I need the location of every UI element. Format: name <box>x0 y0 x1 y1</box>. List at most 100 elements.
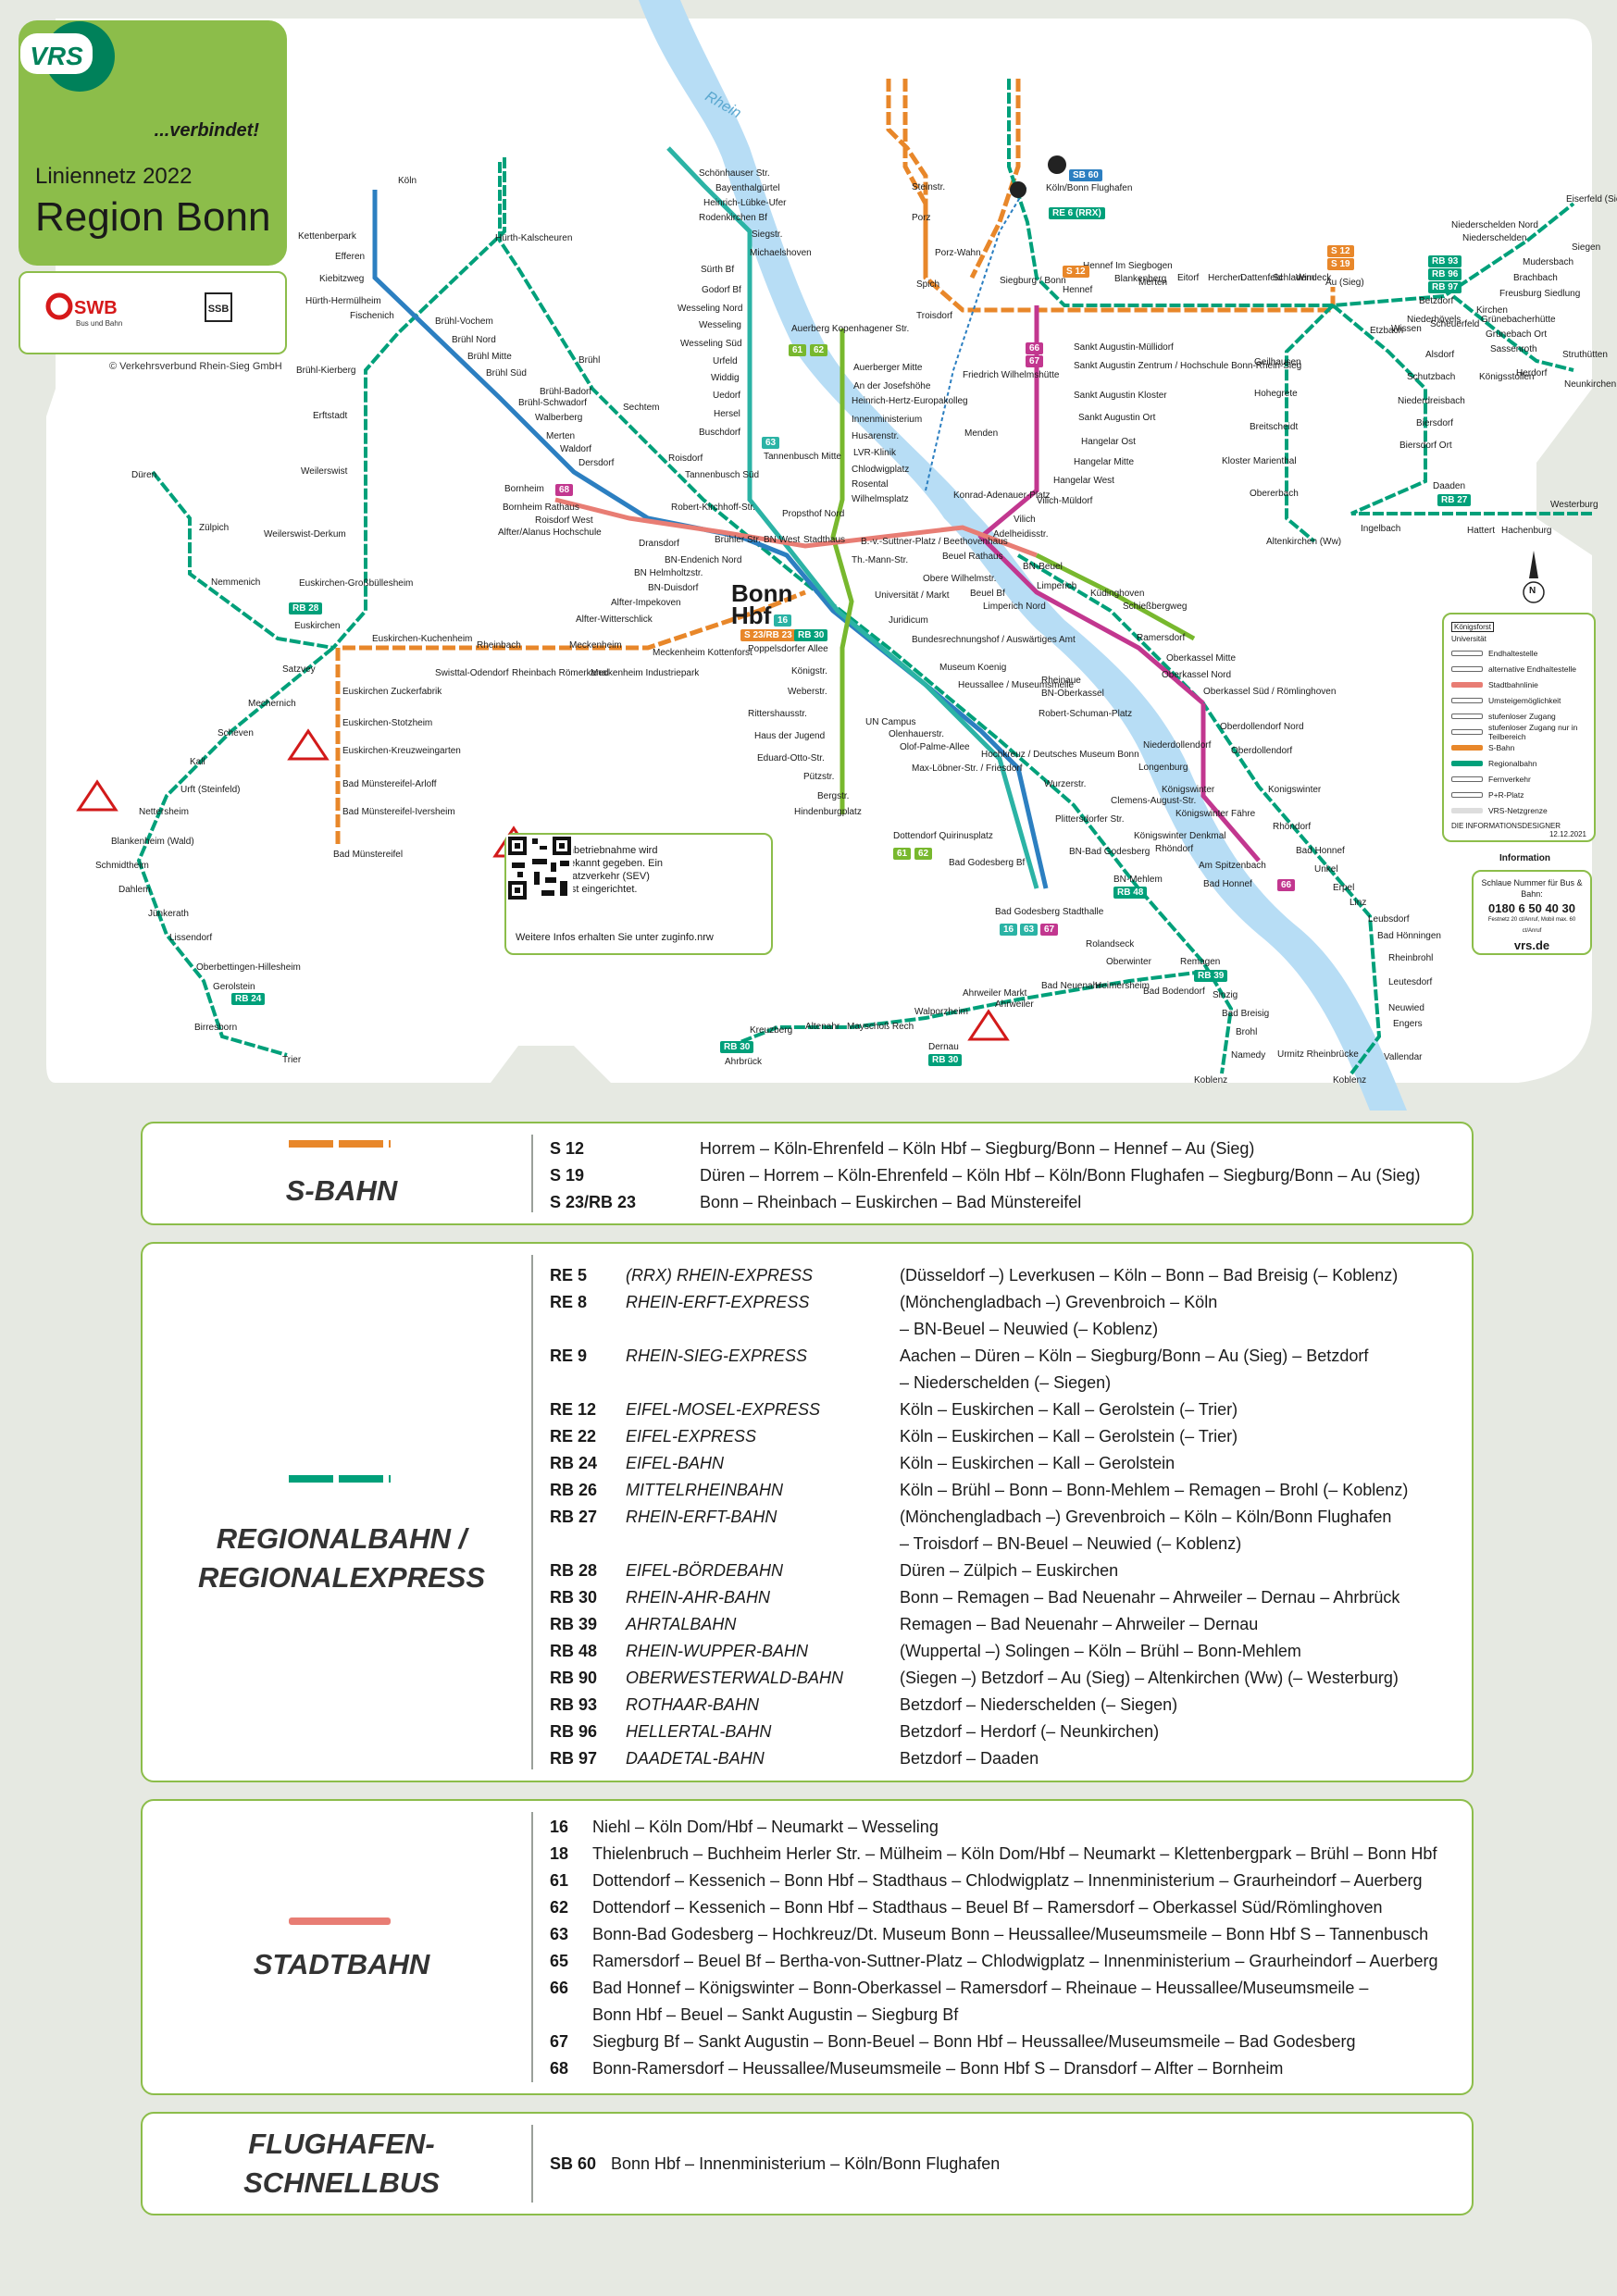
line-id: RB 27 <box>550 1508 598 1526</box>
station-label: Chlodwigplatz <box>852 465 910 475</box>
station-label: Bad Godesberg Stadthalle <box>995 907 1104 917</box>
notice-link[interactable]: Weitere Infos erhalten Sie unter zuginfo… <box>516 932 714 943</box>
station-label: Merten <box>1138 278 1168 288</box>
station-label: Brühl-Schwadorf <box>518 398 587 408</box>
station-label: Konigswinter <box>1268 785 1322 795</box>
station-label: Leutesdorf <box>1388 977 1433 987</box>
line-badge: RB 96 <box>1428 268 1462 280</box>
line-name: RHEIN-SIEG-EXPRESS <box>626 1347 808 1365</box>
station-label: Satzvey <box>282 664 316 675</box>
legend-designer: DIE INFORMATIONSDESIGNER <box>1451 822 1561 830</box>
vrs-logo-icon: VRS <box>20 21 115 92</box>
legend-label: Endhaltestelle <box>1488 648 1538 658</box>
station-label: Brühl Süd <box>486 368 527 379</box>
airport-icon <box>1048 155 1066 174</box>
station-label: Wesseling Nord <box>678 304 743 314</box>
station-label: Brachbach <box>1513 273 1558 283</box>
line-route: Betzdorf – Daaden <box>900 1749 1039 1768</box>
legend-terminus-sample: Königsforst <box>1451 622 1495 632</box>
info-phone[interactable]: 0180 6 50 40 30 <box>1488 901 1575 915</box>
stadtbahn-line-icon <box>289 1917 391 1925</box>
station-label: Bad Bodendorf <box>1143 987 1205 997</box>
divider <box>531 2125 533 2203</box>
station-label: Au (Sieg) <box>1325 278 1364 288</box>
station-label: Schutzbach <box>1407 372 1456 382</box>
station-label: Universität / Markt <box>875 590 950 601</box>
line-name: OBERWESTERWALD-BAHN <box>626 1669 844 1687</box>
line-route: – Niederschelden (– Siegen) <box>900 1373 1112 1392</box>
s12-line <box>902 79 928 268</box>
north-arrow-icon <box>1523 551 1545 603</box>
station-label: Rheinbach <box>477 640 521 651</box>
line-badge: 61 <box>789 344 807 356</box>
station-label: Linz <box>1350 898 1367 908</box>
station-label: Walporzheim <box>914 1007 968 1017</box>
stadtbahn-title: STADTBAHN <box>253 1948 430 1980</box>
legend-row: Endhaltestelle <box>1451 645 1586 661</box>
station-label: Heinrich-Hertz-Europakolleg <box>852 396 968 406</box>
station-label: Porz-Wahn <box>935 248 981 258</box>
station-label: B.-v.-Suttner-Platz / Beethovenhaus <box>861 537 1008 547</box>
station-label: BN Helmholtzstr. <box>634 568 703 578</box>
legend-row: alternative Endhaltestelle <box>1451 661 1586 676</box>
station-label: Windeck <box>1296 273 1332 283</box>
legend-rows: Endhaltestelle alternative Endhaltestelle… <box>1451 645 1586 818</box>
line-name: DAADETAL-BAHN <box>626 1749 765 1768</box>
line-route: Köln – Euskirchen – Kall – Gerolstein (–… <box>900 1427 1238 1446</box>
station-label: Niederdreisbach <box>1398 396 1465 406</box>
station-label: Breitscheidt <box>1250 422 1299 432</box>
station-label: Bornheim <box>504 484 544 494</box>
station-label: Troisdorf <box>916 311 953 321</box>
line-route: Thielenbruch – Buchheim Herler Str. – Mü… <box>592 1844 1437 1863</box>
station-label: Propsthof Nord <box>782 509 845 519</box>
station-label: Bornheim Rathaus <box>503 503 579 513</box>
station-label: Trier <box>282 1055 302 1065</box>
station-label: Kirchen <box>1476 305 1508 316</box>
legend-row: stufenloser Zugang nur in Teilbereich <box>1451 723 1586 741</box>
svg-text:VRS: VRS <box>30 42 83 70</box>
rhine-river <box>639 0 1407 1111</box>
station-label: Th.-Mann-Str. <box>852 555 909 565</box>
legend-label: Stadtbahnlinie <box>1488 679 1538 689</box>
station-label: Efferen <box>335 252 366 262</box>
station-label: Sankt Augustin Kloster <box>1074 391 1167 401</box>
rb96-line <box>1451 294 1574 372</box>
slogan: ...verbindet! <box>154 120 259 141</box>
legend-label: Fernverkehr <box>1488 774 1531 784</box>
station-label: Eitorf <box>1177 273 1200 283</box>
qr-code-icon[interactable] <box>506 835 573 901</box>
legend-label: alternative Endhaltestelle <box>1488 664 1576 674</box>
bus-icon <box>1010 181 1026 198</box>
info-box: Schlaue Nummer für Bus & Bahn: 0180 6 50… <box>1472 870 1592 955</box>
station-label: Bad Breisig <box>1222 1009 1270 1019</box>
partner-logos: SWB Bus und Bahn SSB <box>19 271 287 354</box>
station-label: Hennef Im Siegbogen <box>1083 261 1173 271</box>
line-badge: RB 30 <box>720 1041 754 1053</box>
map-subtitle: Liniennetz 2022 <box>35 164 193 189</box>
station-label: Jünkerath <box>148 909 189 919</box>
line-badge: 62 <box>914 848 933 860</box>
line-route: (Siegen –) Betzdorf – Au (Sieg) – Altenk… <box>900 1669 1399 1687</box>
line-route: Dottendorf – Kessenich – Bonn Hbf – Stad… <box>592 1898 1383 1917</box>
station-label: Grünebach Ort <box>1486 329 1548 340</box>
station-label: Mechernich <box>248 699 296 709</box>
station-label: Rittershausstr. <box>748 709 807 719</box>
station-label: Scheven <box>218 728 254 738</box>
network-map: VRS ...verbindet! Liniennetz 2022 Region… <box>0 0 1617 1111</box>
station-label: Niederschelden <box>1462 233 1527 243</box>
station-label: Swisttal-Odendorf <box>435 668 509 678</box>
info-web[interactable]: vrs.de <box>1513 938 1550 952</box>
line-name: EIFEL-BÖRDEBAHN <box>626 1561 784 1580</box>
north-label: N <box>1529 586 1536 596</box>
station-label: Blankenheim (Wald) <box>111 837 194 847</box>
station-label: Herdorf <box>1516 368 1548 379</box>
station-label: Weberstr. <box>788 687 827 697</box>
line-route: (Düsseldorf –) Leverkusen – Köln – Bonn … <box>900 1266 1399 1285</box>
